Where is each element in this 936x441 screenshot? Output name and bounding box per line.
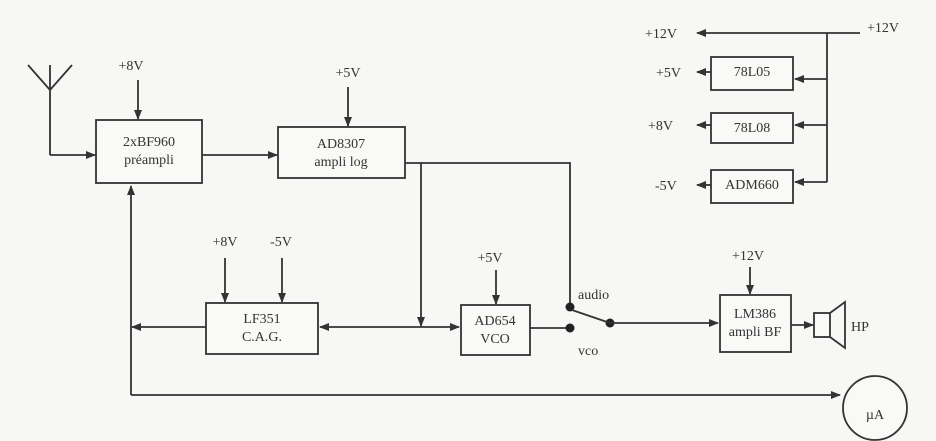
preamp-label: préampli [124, 153, 174, 168]
audio-amp-label: ampli BF [729, 325, 782, 340]
speaker-label: HP [851, 320, 869, 335]
regulator-adm660: ADM660 [725, 178, 779, 193]
regulator-78l08: 78L08 [734, 121, 771, 136]
microammeter: µA [842, 375, 908, 441]
audio-amp-block: LM386 ampli BF +12V [719, 249, 792, 353]
audio-amp-supply: +12V [732, 249, 764, 264]
logamp-block: AD8307 ampli log +5V [277, 66, 406, 179]
meter-label: µA [866, 408, 885, 423]
preamp-block: 2xBF960 préampli +8V [95, 59, 203, 184]
audio-amp-part: LM386 [734, 307, 776, 322]
audio-vco-switch[interactable]: audio vco [565, 288, 615, 359]
preamp-supply: +8V [118, 59, 143, 74]
vco-supply: +5V [477, 251, 502, 266]
power-supply-section: +12V +12V 78L05 +5V 78L08 +8V ADM660 -5V [645, 21, 899, 204]
antenna-icon [27, 64, 96, 159]
agc-block: LF351 C.A.G. +8V -5V [205, 235, 319, 355]
agc-supply-neg: -5V [270, 235, 292, 250]
regulator-78l05: 78L05 [734, 65, 771, 80]
agc-label: C.A.G. [242, 330, 282, 345]
switch-vco-label: vco [578, 344, 598, 359]
vco-label: VCO [480, 332, 510, 347]
speaker-icon [813, 300, 846, 350]
logamp-to-audio-wire [405, 162, 571, 304]
power-input-label: +12V [867, 21, 899, 36]
vco-block: AD654 VCO +5V [460, 251, 531, 356]
logamp-label: ampli log [314, 155, 367, 170]
regulator-78l08-output: +8V [648, 119, 673, 134]
vco-part: AD654 [474, 314, 515, 329]
preamp-part: 2xBF960 [123, 135, 175, 150]
logamp-part: AD8307 [317, 137, 365, 152]
regulator-adm660-output: -5V [655, 179, 677, 194]
switch-audio-label: audio [578, 288, 609, 303]
agc-part: LF351 [243, 312, 280, 327]
regulator-78l05-output: +5V [656, 66, 681, 81]
agc-supply-pos: +8V [212, 235, 237, 250]
power-12v-output-label: +12V [645, 27, 677, 42]
logamp-supply: +5V [335, 66, 360, 81]
